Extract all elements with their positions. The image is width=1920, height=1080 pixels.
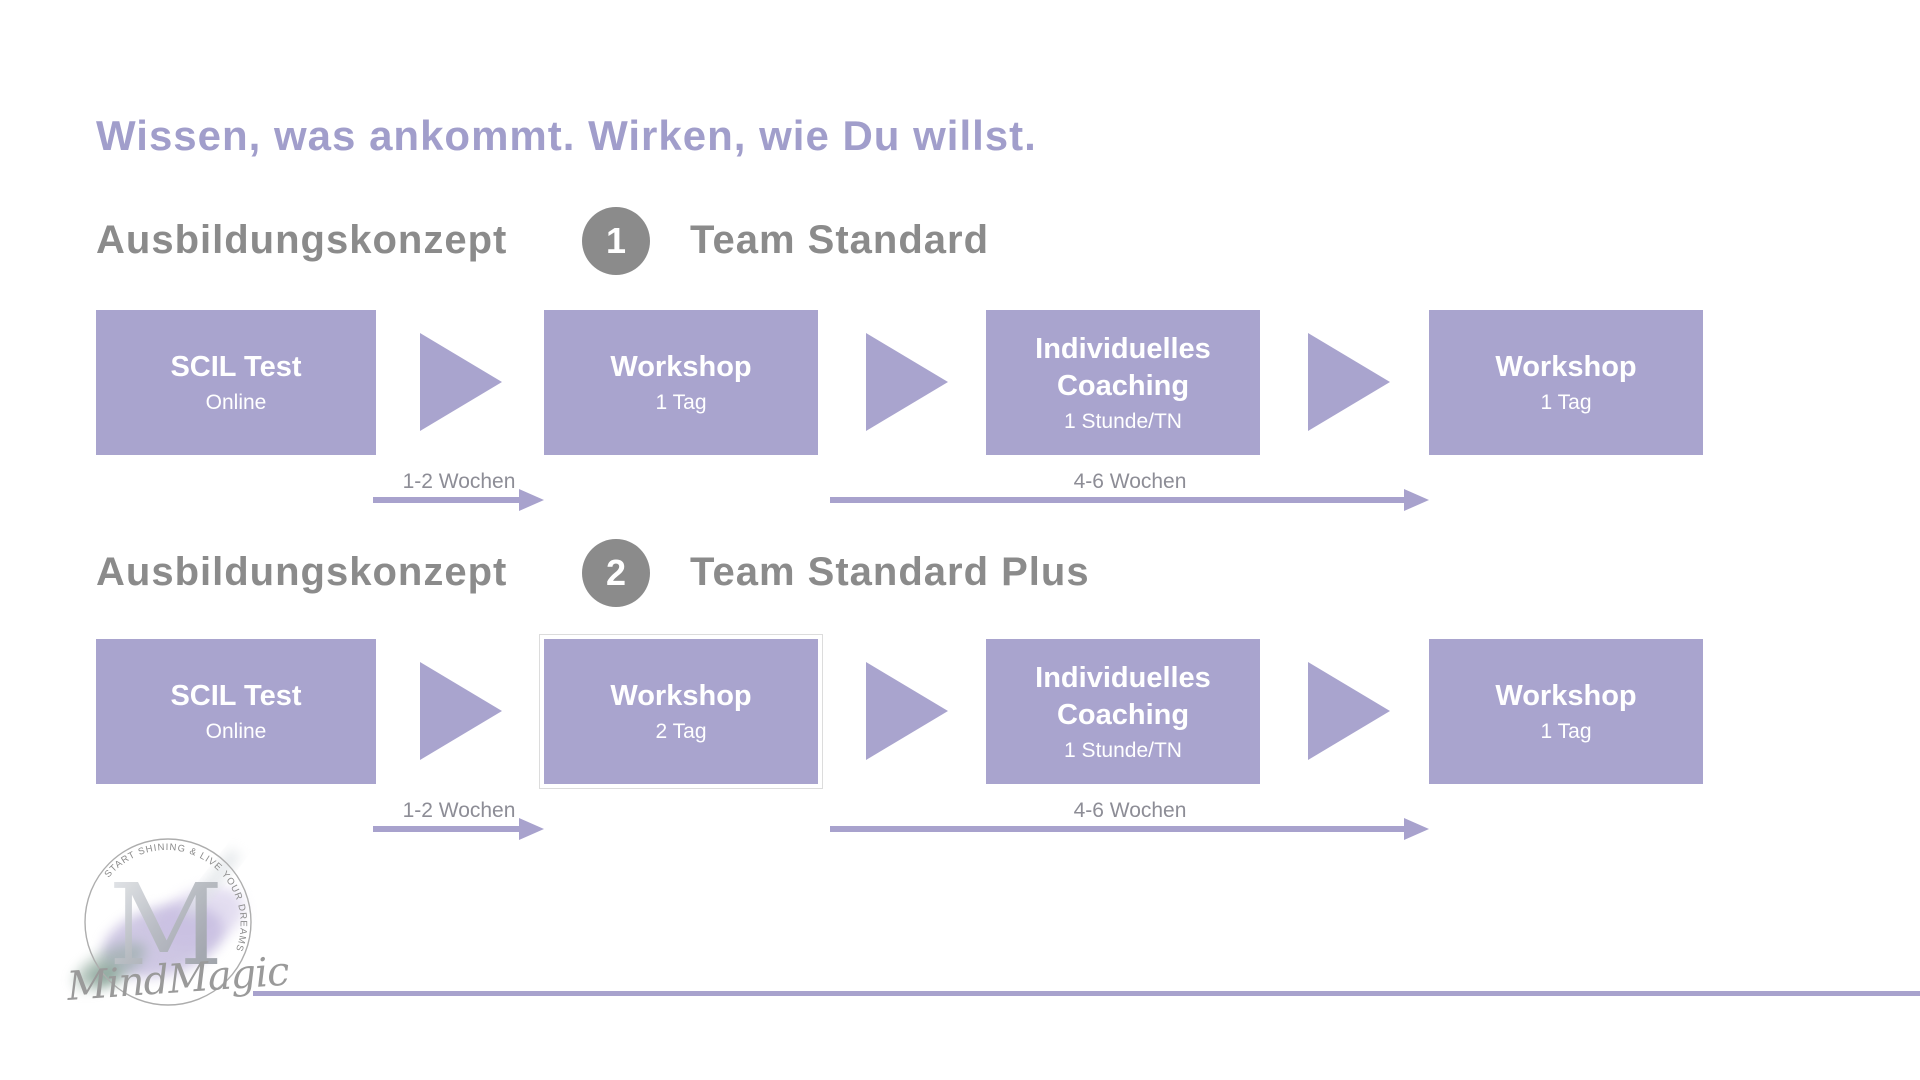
step-title: Individuelles Coaching: [1035, 661, 1211, 731]
section1-number-badge: 1: [582, 207, 650, 275]
step-subtitle: 1 Tag: [655, 391, 707, 415]
flow-arrow-icon: [866, 662, 948, 760]
flow-arrow-icon: [1308, 333, 1390, 431]
duration-arrow-icon: [373, 815, 545, 843]
step-subtitle: 1 Tag: [1540, 720, 1592, 744]
step-subtitle: 1 Stunde/TN: [1064, 410, 1182, 434]
step-subtitle: Online: [205, 391, 267, 415]
duration-arrow-icon: [830, 486, 1430, 514]
step-title: Workshop: [1495, 680, 1637, 713]
mindmagic-logo: M START SHINING & LIVE YOUR DREAMS MindM…: [64, 826, 298, 1056]
step-title: SCIL Test: [170, 680, 302, 713]
flow-arrow-icon: [866, 333, 948, 431]
duration-arrow-icon: [373, 486, 545, 514]
step-subtitle: 2 Tag: [655, 720, 707, 744]
flow-arrow-icon: [420, 333, 502, 431]
step-subtitle: Online: [205, 720, 267, 744]
flow-arrow-icon: [1308, 662, 1390, 760]
step-title: Workshop: [610, 351, 752, 384]
flow-arrow-icon: [420, 662, 502, 760]
duration-arrow-icon: [830, 815, 1430, 843]
section1-heading-name: Team Standard: [690, 218, 989, 262]
step-title: Workshop: [610, 680, 752, 713]
duration-label: 4-6 Wochen: [1073, 799, 1187, 822]
section2-number: 2: [605, 552, 627, 593]
section2-heading-prefix: Ausbildungskonzept: [96, 550, 508, 594]
duration-label: 4-6 Wochen: [1073, 470, 1187, 493]
step-box: Workshop 1 Tag: [1429, 310, 1703, 455]
section2-number-badge: 2: [582, 539, 650, 607]
section1-heading-prefix: Ausbildungskonzept: [96, 218, 508, 262]
watercolor-splash: [73, 848, 244, 990]
footer-divider: [253, 991, 1920, 996]
section2-heading-name: Team Standard Plus: [690, 550, 1090, 594]
step-box: SCIL Test Online: [96, 310, 376, 455]
step-box: Individuelles Coaching 1 Stunde/TN: [986, 310, 1260, 455]
step-box: SCIL Test Online: [96, 639, 376, 784]
section1-number: 1: [605, 220, 627, 261]
duration-label: 1-2 Wochen: [402, 470, 516, 493]
logo-circle: [84, 838, 252, 1006]
step-box: Workshop 2 Tag: [539, 634, 823, 789]
step-title: Individuelles Coaching: [1035, 332, 1211, 402]
slide-title: Wissen, was ankommt. Wirken, wie Du will…: [96, 112, 1037, 159]
step-box: Individuelles Coaching 1 Stunde/TN: [986, 639, 1260, 784]
step-subtitle: 1 Stunde/TN: [1064, 739, 1182, 763]
logo-monogram: M: [109, 861, 224, 991]
step-box: Workshop 1 Tag: [1429, 639, 1703, 784]
step-title: SCIL Test: [170, 351, 302, 384]
duration-label: 1-2 Wochen: [402, 799, 516, 822]
step-subtitle: 1 Tag: [1540, 391, 1592, 415]
step-title: Workshop: [1495, 351, 1637, 384]
step-box: Workshop 1 Tag: [544, 310, 818, 455]
